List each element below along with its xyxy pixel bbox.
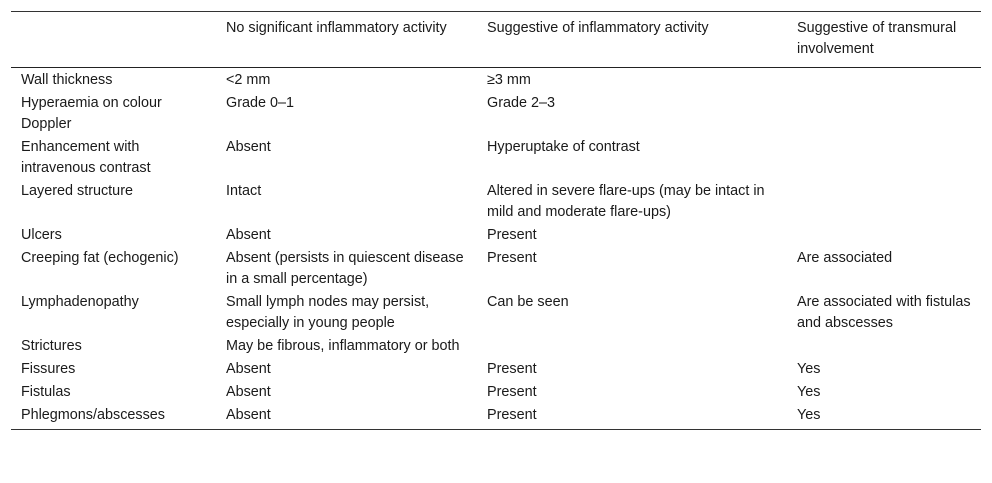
table-row: Lymphadenopathy Small lymph nodes may pe… — [11, 291, 981, 335]
cell-transmural — [787, 180, 981, 224]
row-label: Ulcers — [21, 227, 62, 243]
table-header: No significant inflammatory activity Sug… — [11, 11, 981, 68]
table-row: Hyperaemia on colour Doppler Grade 0–1 G… — [11, 92, 981, 136]
cell-transmural — [787, 136, 981, 180]
header-row: No significant inflammatory activity Sug… — [11, 11, 981, 68]
cell-transmural: Yes — [797, 407, 821, 423]
cell-no-activity: May be fibrous, inflammatory or both — [226, 338, 460, 354]
cell-inflammatory: Present — [487, 227, 537, 243]
table-row: Ulcers Absent Present — [11, 224, 981, 247]
header-cell-inflammatory: Suggestive of inflammatory activity — [487, 20, 709, 36]
row-label: Fistulas — [21, 384, 71, 400]
cell-no-activity: Absent — [226, 384, 271, 400]
row-label: Hyperaemia on colour Doppler — [21, 95, 162, 132]
cell-no-activity: <2 mm — [226, 72, 271, 88]
header-cell-feature — [11, 12, 216, 68]
table-row: Phlegmons/abscesses Absent Present Yes — [11, 404, 981, 430]
findings-table: No significant inflammatory activity Sug… — [11, 11, 981, 430]
cell-transmural — [787, 224, 981, 247]
cell-transmural — [787, 92, 981, 136]
header-cell-transmural: Suggestive of transmural involvement — [797, 20, 957, 57]
cell-inflammatory: Present — [487, 250, 537, 266]
cell-no-activity: Grade 0–1 — [226, 95, 295, 111]
cell-no-activity: Absent (persists in quiescent disease in… — [226, 250, 464, 287]
table-row: Wall thickness <2 mm ≥3 mm — [11, 68, 981, 93]
row-label: Enhancement with intravenous contrast — [21, 139, 151, 176]
cell-transmural: Yes — [797, 384, 821, 400]
header-cell-no-activity: No significant inflammatory activity — [226, 20, 447, 36]
cell-transmural: Are associated with fistulas and abscess… — [797, 294, 971, 331]
cell-inflammatory: Can be seen — [487, 294, 569, 310]
row-label: Fissures — [21, 361, 76, 377]
cell-no-activity: Small lymph nodes may persist, especiall… — [226, 294, 430, 331]
cell-transmural — [787, 335, 981, 358]
cell-inflammatory: Grade 2–3 — [487, 95, 556, 111]
table-row: Creeping fat (echogenic) Absent (persist… — [11, 247, 981, 291]
cell-inflammatory: ≥3 mm — [487, 72, 531, 88]
cell-no-activity: Absent — [226, 407, 271, 423]
cell-inflammatory: Altered in severe flare-ups (may be inta… — [487, 183, 765, 220]
cell-inflammatory: Present — [487, 384, 537, 400]
cell-no-activity: Absent — [226, 139, 271, 155]
row-label: Phlegmons/abscesses — [21, 407, 165, 423]
cell-inflammatory: Present — [487, 407, 537, 423]
row-label: Lymphadenopathy — [21, 294, 139, 310]
table-container: No significant inflammatory activity Sug… — [11, 11, 981, 430]
cell-no-activity: Absent — [226, 361, 271, 377]
table-row: Strictures May be fibrous, inflammatory … — [11, 335, 981, 358]
row-label: Strictures — [21, 338, 82, 354]
cell-no-activity: Intact — [226, 183, 262, 199]
cell-inflammatory: Hyperuptake of contrast — [487, 139, 640, 155]
cell-transmural: Yes — [797, 361, 821, 377]
table-body: Wall thickness <2 mm ≥3 mm Hyperaemia on… — [11, 68, 981, 430]
row-label: Layered structure — [21, 183, 133, 199]
table-row: Fistulas Absent Present Yes — [11, 381, 981, 404]
cell-transmural — [787, 68, 981, 93]
cell-inflammatory: Present — [487, 361, 537, 377]
table-row: Fissures Absent Present Yes — [11, 358, 981, 381]
row-label: Wall thickness — [21, 72, 113, 88]
cell-inflammatory — [477, 335, 787, 358]
table-row: Enhancement with intravenous contrast Ab… — [11, 136, 981, 180]
row-label: Creeping fat (echogenic) — [21, 250, 179, 266]
cell-no-activity: Absent — [226, 227, 271, 243]
cell-transmural: Are associated — [797, 250, 893, 266]
table-row: Layered structure Intact Altered in seve… — [11, 180, 981, 224]
